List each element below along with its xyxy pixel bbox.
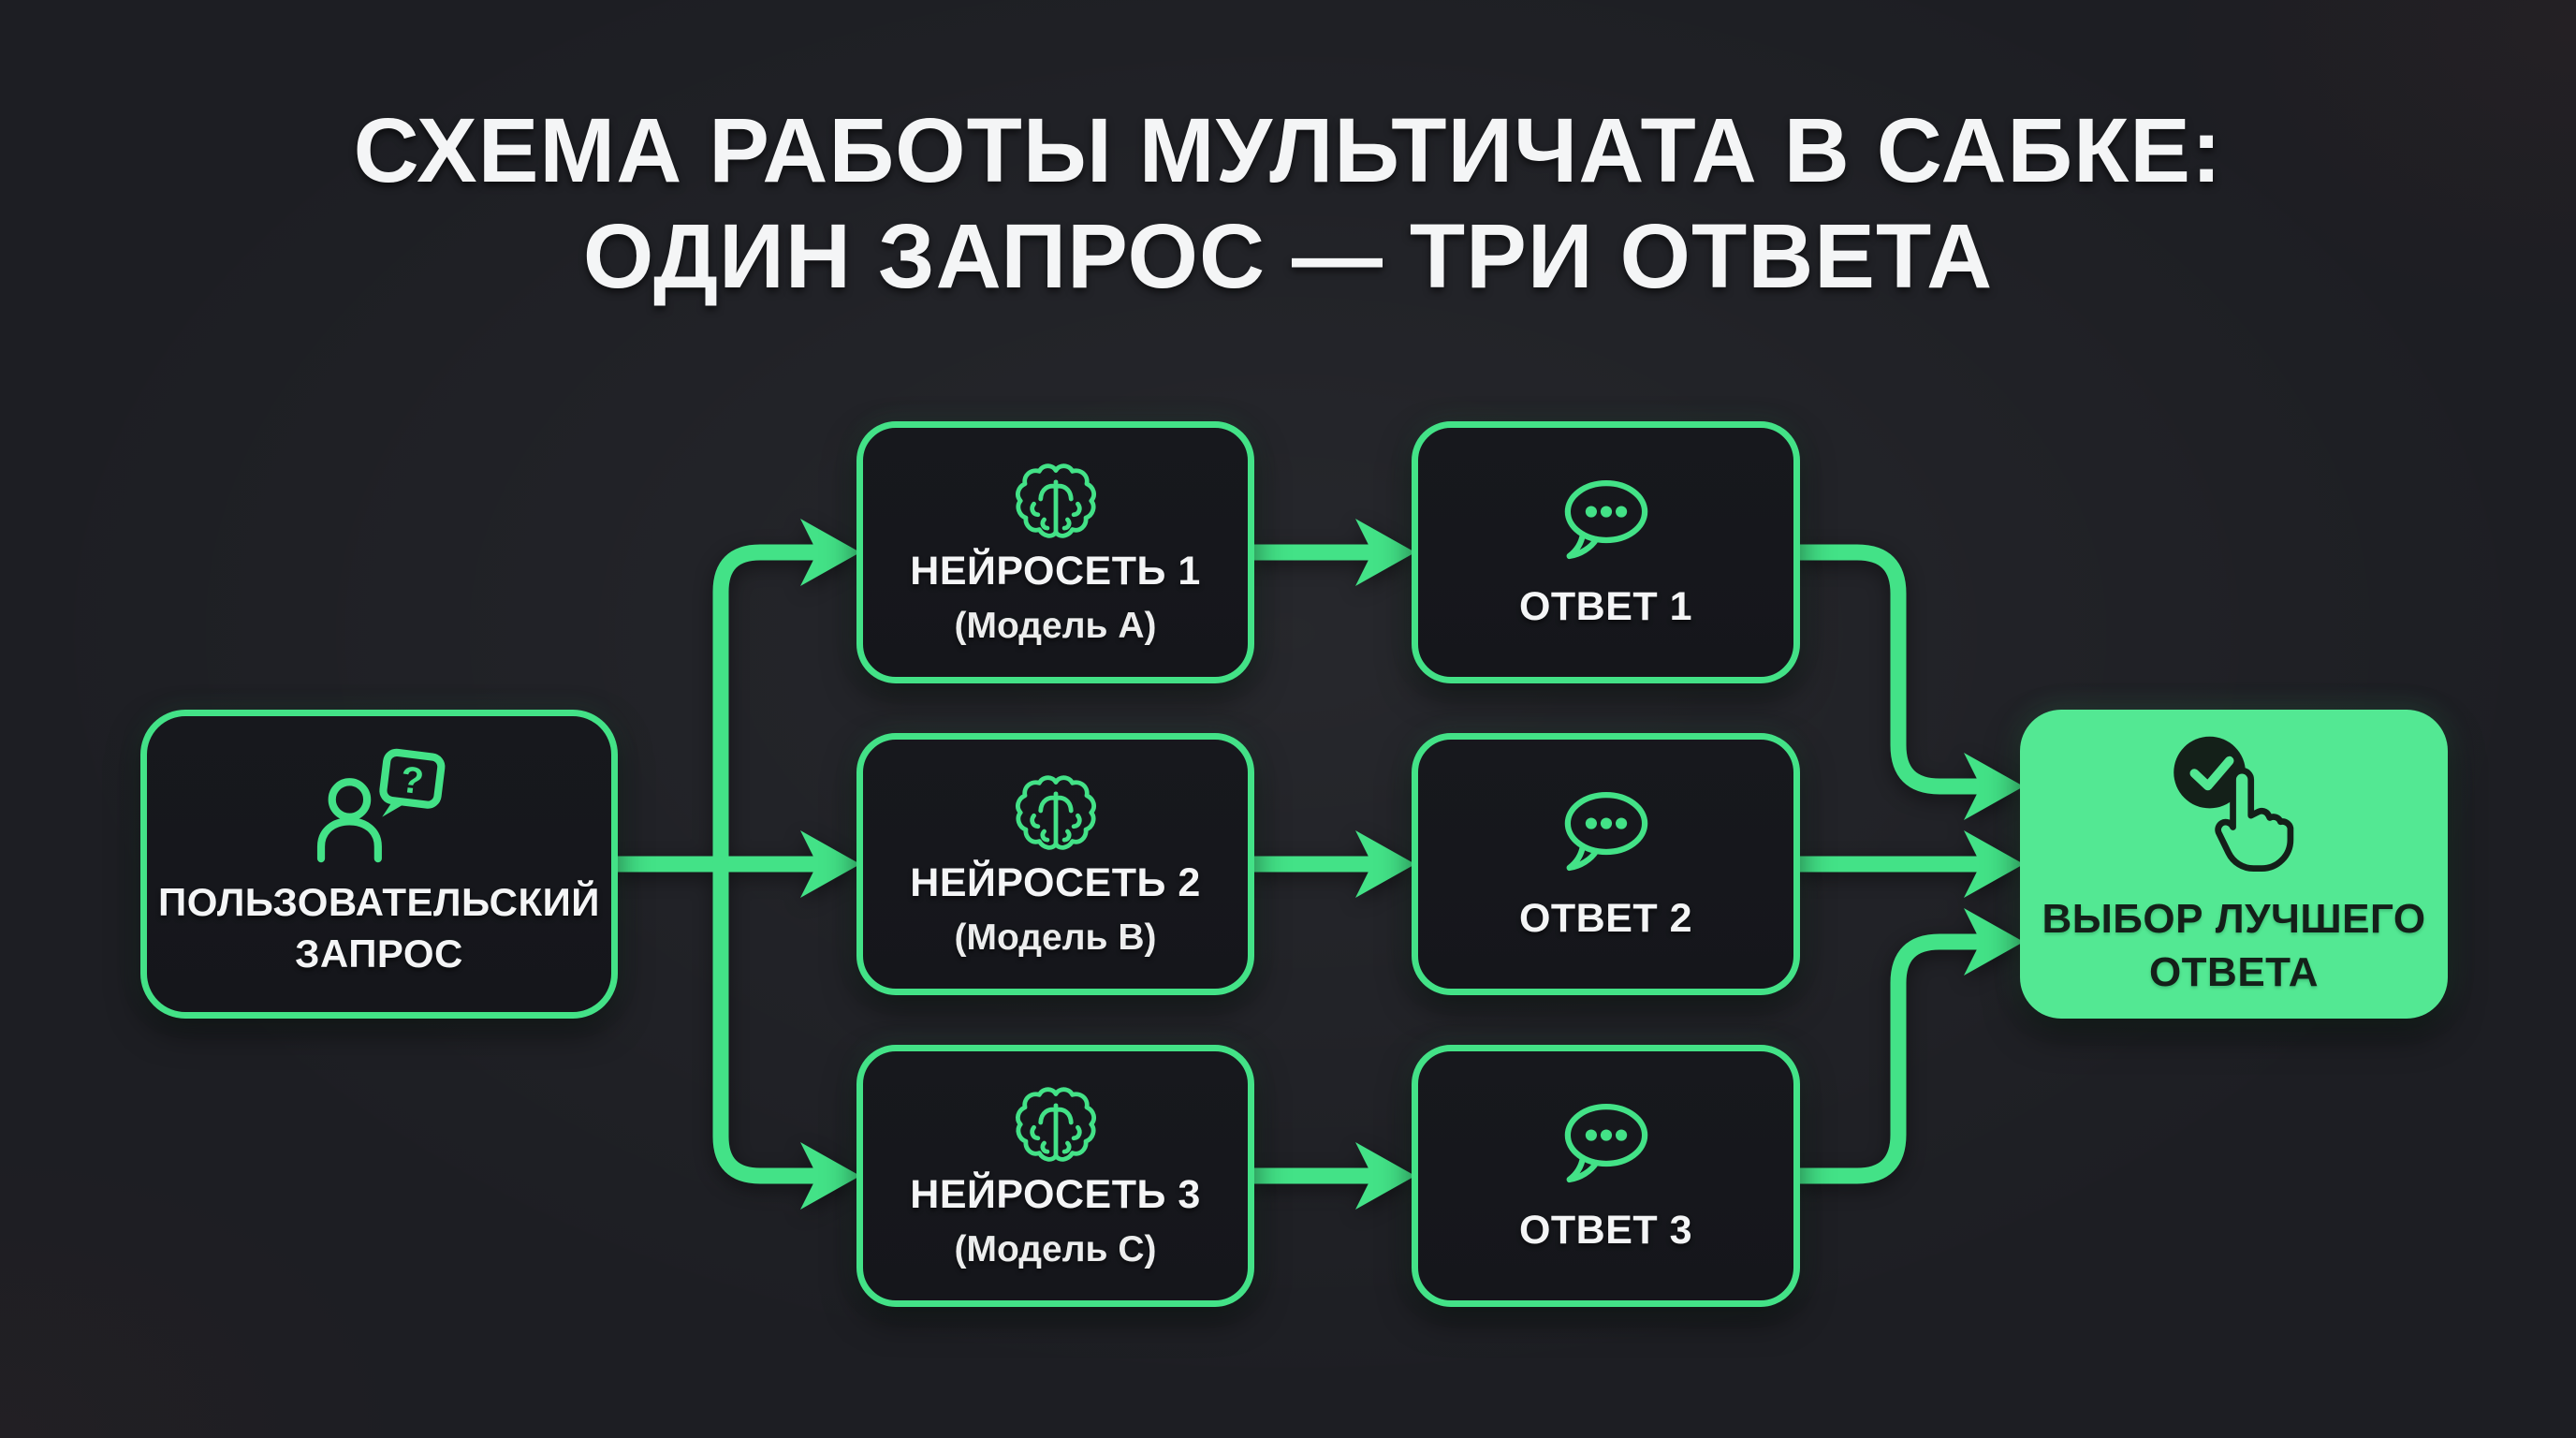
connector-branch-down (712, 856, 827, 1184)
user-request-label-line1: ПОЛЬЗОВАТЕЛЬСКИЙ (158, 880, 600, 925)
best-answer-label-line2: ОТВЕТА (2148, 948, 2320, 995)
chat-bubble-icon (1564, 792, 1647, 872)
title-line-1: СХЕМА РАБОТЫ МУЛЬТИЧАТА В САБКЕ: (353, 99, 2223, 201)
user-request-label: ПОЛЬЗОВАТЕЛЬСКИЙ ЗАПРОС (158, 877, 600, 979)
question-mark-glyph: ? (398, 759, 425, 803)
network-2-node: НЕЙРОСЕТЬ 2 (Модель B) (856, 733, 1254, 995)
user-request-node: ? ПОЛЬЗОВАТЕЛЬСКИЙ ЗАПРОС (140, 710, 618, 1019)
answer-1-node: ОТВЕТ 1 (1412, 421, 1800, 683)
arrowhead (1355, 519, 1415, 586)
arrowhead (800, 830, 860, 898)
network-2-title: НЕЙРОСЕТЬ 2 (910, 859, 1201, 905)
page-title: СХЕМА РАБОТЫ МУЛЬТИЧАТА В САБКЕ: ОДИН ЗА… (0, 97, 2576, 310)
chat-bubble-icon (1564, 1104, 1647, 1183)
answer-1-title: ОТВЕТ 1 (1518, 584, 1693, 629)
network-3-subtitle: (Модель C) (954, 1228, 1157, 1269)
connector-arrowheads (800, 519, 2024, 1210)
answer-3-node: ОТВЕТ 3 (1412, 1045, 1800, 1307)
best-answer-label-line1: ВЫБОР ЛУЧШЕГО (2042, 896, 2426, 943)
brain-icon (1015, 1086, 1096, 1162)
network-1-title: НЕЙРОСЕТЬ 1 (910, 548, 1201, 594)
network-1-node: НЕЙРОСЕТЬ 1 (Модель A) (856, 421, 1254, 683)
arrowhead (1964, 908, 2024, 976)
chat-bubble-icon (1564, 480, 1647, 560)
connector-ans3-to-best (1792, 933, 1990, 1184)
connector-ans1-to-best (1792, 544, 1990, 795)
best-answer-node: ВЫБОР ЛУЧШЕГО ОТВЕТА (2020, 710, 2448, 1019)
connector-lines (609, 544, 1990, 1184)
arrowhead (800, 519, 860, 586)
arrowhead (1355, 830, 1415, 898)
arrowhead (800, 1142, 860, 1210)
answer-2-title: ОТВЕТ 2 (1518, 896, 1693, 941)
connector-branch-up (712, 544, 827, 873)
network-2-subtitle: (Модель B) (954, 917, 1157, 958)
arrowhead (1964, 830, 2024, 898)
network-1-subtitle: (Модель A) (954, 605, 1157, 646)
user-question-icon: ? (316, 749, 446, 863)
network-3-node: НЕЙРОСЕТЬ 3 (Модель C) (856, 1045, 1254, 1307)
brain-icon (1015, 462, 1096, 538)
select-best-click-icon (2174, 736, 2294, 873)
arrowhead (1964, 753, 2024, 820)
title-line-2: ОДИН ЗАПРОС — ТРИ ОТВЕТА (582, 205, 1994, 308)
answer-3-title: ОТВЕТ 3 (1518, 1208, 1693, 1253)
best-answer-label: ВЫБОР ЛУЧШЕГО ОТВЕТА (2042, 893, 2425, 999)
network-3-title: НЕЙРОСЕТЬ 3 (910, 1171, 1201, 1217)
brain-icon (1015, 774, 1096, 850)
answer-2-node: ОТВЕТ 2 (1412, 733, 1800, 995)
arrowhead (1355, 1142, 1415, 1210)
user-request-label-line2: ЗАПРОС (295, 932, 463, 976)
